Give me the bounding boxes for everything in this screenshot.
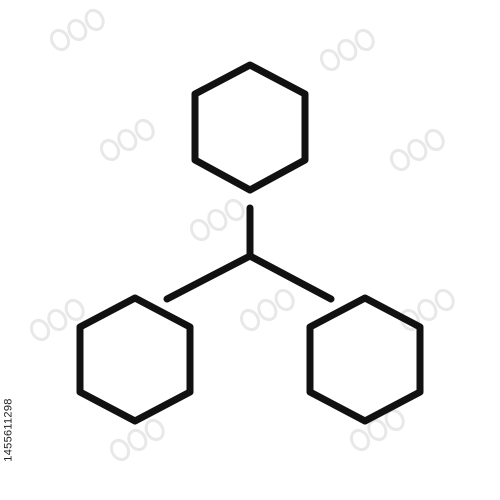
left-hexagon (76, 294, 194, 425)
right-hexagon (306, 294, 424, 425)
stock-id-text: 1455611298 (3, 398, 15, 462)
top-hexagon (191, 61, 309, 194)
stock-id-label: 1455611298 (2, 375, 16, 485)
connector-lines (163, 204, 335, 303)
watermark-pattern (29, 8, 455, 462)
